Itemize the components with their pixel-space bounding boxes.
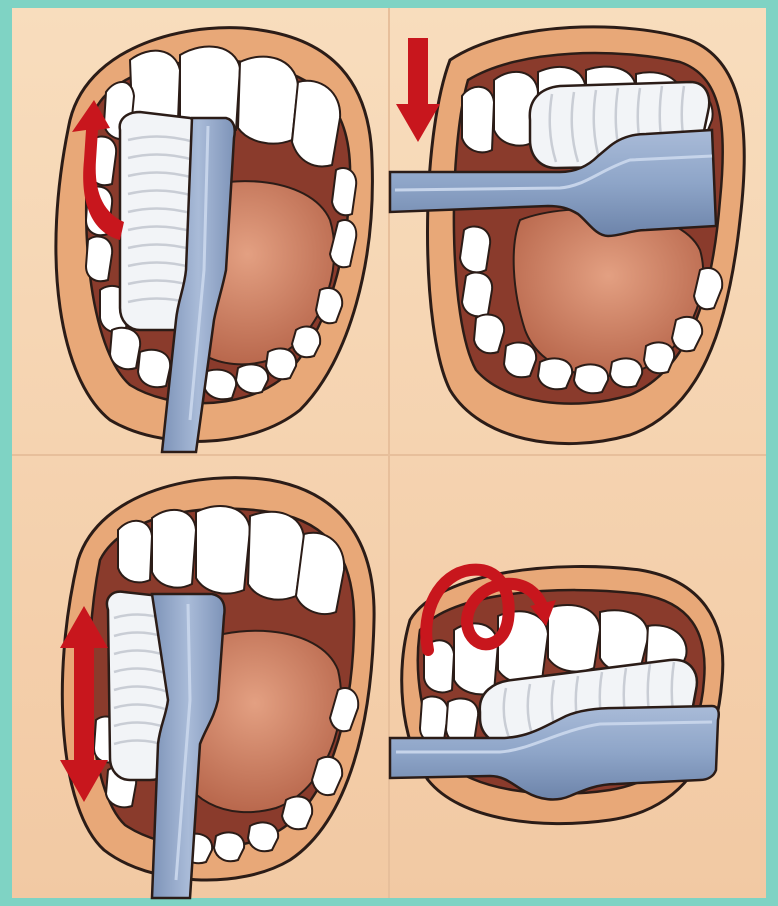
panel-outer-surface bbox=[390, 567, 723, 824]
